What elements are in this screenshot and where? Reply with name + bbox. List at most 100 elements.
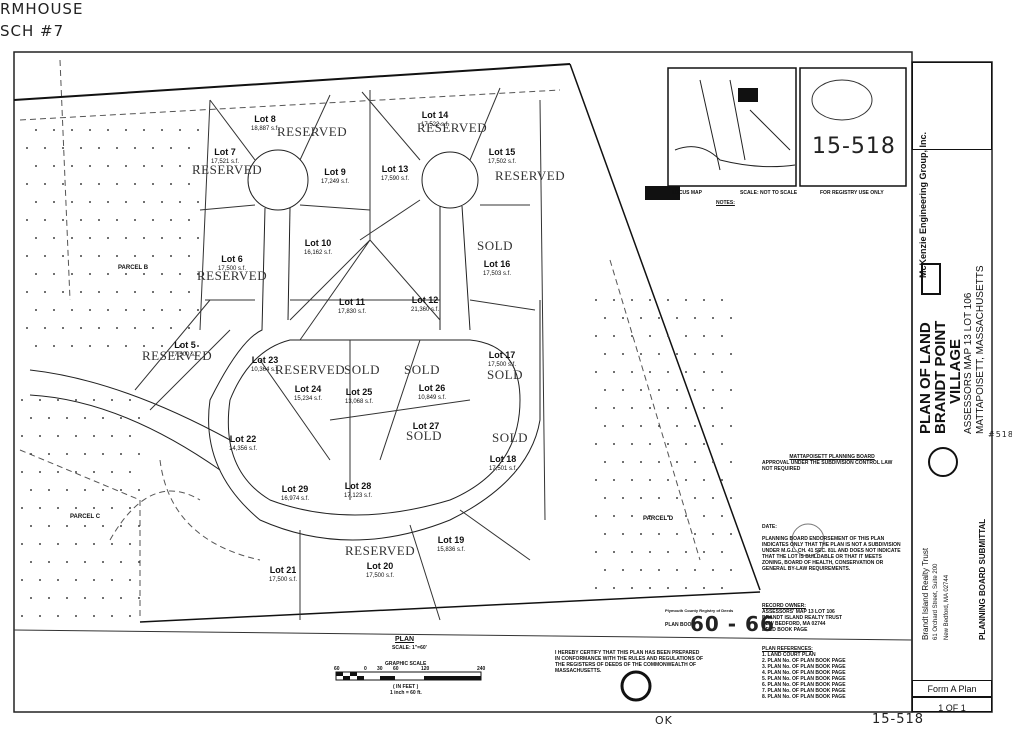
wetland-dot [721,371,723,373]
wetland-dot [658,389,660,391]
wetland-dot [631,299,633,301]
wetland-dot [129,471,131,473]
wetland-dot [102,417,104,419]
wetland-dot [730,353,732,355]
wetland-dot [39,471,41,473]
lot-number: Lot 7 [214,147,236,157]
lot-area: 17,123 s.f. [343,493,373,499]
wetland-dot [595,515,597,517]
wetland-dot [595,479,597,481]
wetland-dot [622,569,624,571]
wetland-dot [694,533,696,535]
lot-status-stamp: SOLD [487,367,523,382]
scale-tick: 30 [377,666,383,672]
wetland-dot [138,417,140,419]
wetland-dot [143,237,145,239]
wetland-dot [93,507,95,509]
wetland-dot [93,399,95,401]
wetland-dot [35,309,37,311]
wetland-dot [676,353,678,355]
wetland-dot [125,273,127,275]
scale-tick: 240 [477,666,486,672]
wetland-dot [138,525,140,527]
wetland-dot [129,399,131,401]
wetland-dot [62,327,64,329]
lot-status-stamp: RESERVED [277,124,348,139]
wetland-dot [57,579,59,581]
wetland-dot [134,183,136,185]
wetland-dot [703,551,705,553]
wetland-dot [125,201,127,203]
wetland-dot [44,219,46,221]
wetland-dot [197,345,199,347]
locus-scale: SCALE: NOT TO SCALE [740,190,798,196]
wetland-dot [53,165,55,167]
wetland-dot [161,309,163,311]
wetland-dot [179,309,181,311]
wetland-dot [134,255,136,257]
wetland-dot [170,327,172,329]
wetland-dot [595,335,597,337]
lot-number: Lot 29 [281,484,309,494]
wetland-dot [129,615,131,617]
plan-label: PLAN [395,636,415,643]
wetland-dot [152,183,154,185]
wetland-dot [134,291,136,293]
lot-status-stamp: RESERVED [142,348,213,363]
wetland-dot [48,453,50,455]
wetland-dot [30,525,32,527]
wetland-dot [595,299,597,301]
wetland-dot [595,371,597,373]
wetland-dot [685,443,687,445]
lot-area: 17,500 s.f. [487,362,517,368]
wetland-dot [667,551,669,553]
wetland-dot [703,299,705,301]
lot-area: 10,364 s.f. [250,367,280,373]
wetland-dot [89,165,91,167]
wetland-dot [694,389,696,391]
wetland-dot [48,489,50,491]
wetland-dot [622,353,624,355]
wetland-dot [730,461,732,463]
wetland-dot [658,569,660,571]
wetland-dot [26,147,28,149]
lot-number: Lot 27 [412,421,440,431]
wetland-dot [649,587,651,589]
wetland-dot [66,489,68,491]
wetland-dot [134,219,136,221]
wetland-dot [98,255,100,257]
wetland-dot [84,489,86,491]
wetland-dot [125,345,127,347]
wetland-dot [143,345,145,347]
wetland-dot [179,273,181,275]
wetland-dot [138,597,140,599]
lot-number: Lot 23 [251,355,279,365]
wetland-dot [676,389,678,391]
wetland-dot [685,299,687,301]
wetland-dot [111,435,113,437]
wetland-dot [98,291,100,293]
graphic-scale-label: GRAPHIC SCALE [385,661,427,667]
plan-references-block: PLAN REFERENCES: 1. LAND COURT PLAN 2. P… [762,646,902,700]
wetland-dot [703,407,705,409]
wetland-dot [631,371,633,373]
wetland-dot [26,183,28,185]
wetland-dot [57,471,59,473]
wetland-dot [75,543,77,545]
wetland-dot [667,443,669,445]
wetland-dot [622,389,624,391]
owner-address: 61 Orchard Street, Suite 200 [933,563,939,640]
lot-status-stamp: SOLD [406,428,442,443]
wetland-dot [604,353,606,355]
wetland-dot [649,443,651,445]
wetland-dot [179,165,181,167]
wetland-dot [35,345,37,347]
